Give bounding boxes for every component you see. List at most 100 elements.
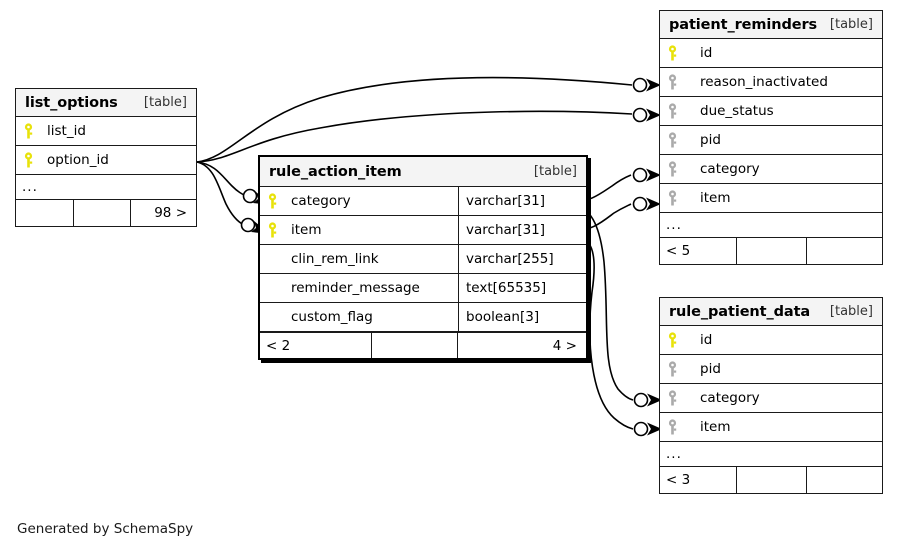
column-row-clin_rem_link[interactable]: clin_rem_link varchar[255]: [260, 245, 586, 274]
edge-endpoint-circle: [632, 167, 648, 183]
indexed-key-icon: [667, 389, 684, 407]
column-row-category[interactable]: category varchar[31]: [260, 187, 586, 216]
column-label: clin_rem_link: [291, 251, 379, 267]
ellipsis-label: ...: [666, 446, 682, 462]
column-main: clin_rem_link: [260, 245, 458, 273]
column-row-category[interactable]: category: [660, 155, 882, 184]
column-label: custom_flag: [291, 309, 373, 325]
column-row-item[interactable]: item: [660, 184, 882, 213]
column-main: category: [660, 155, 882, 183]
table-footer-patient_reminders: < 5: [660, 238, 882, 264]
column-label: option_id: [47, 152, 109, 168]
footer-middle: [74, 200, 131, 226]
indexed-key-icon: [667, 160, 684, 178]
primary-key-icon: [667, 44, 684, 62]
table-footer-list_options: 98 >: [16, 200, 196, 226]
ellipsis-label: ...: [22, 179, 38, 195]
column-row-list_id[interactable]: list_id: [16, 117, 196, 146]
column-main: category: [260, 187, 458, 215]
more-columns-indicator: ...: [16, 175, 196, 200]
table-title: list_options: [25, 94, 118, 111]
column-label: reason_inactivated: [700, 74, 828, 90]
column-main: id: [660, 39, 882, 67]
more-columns-indicator: ...: [660, 213, 882, 238]
indexed-key-icon: [667, 102, 684, 120]
table-rule_patient_data[interactable]: rule_patient_data [table] id: [659, 297, 883, 494]
table-footer-rule_patient_data: < 3: [660, 467, 882, 493]
primary-key-icon: [267, 221, 284, 239]
column-main: reminder_message: [260, 274, 458, 302]
column-main: pid: [660, 355, 882, 383]
edge-list_options-option_id-to-rule_action_item-item: [196, 161, 245, 226]
column-label: item: [700, 190, 731, 206]
column-type: boolean[3]: [458, 303, 586, 331]
footer-middle: [737, 238, 807, 264]
primary-key-icon: [267, 192, 284, 210]
indexed-key-icon: [667, 360, 684, 378]
column-main: id: [660, 326, 882, 354]
indexed-key-icon: [667, 189, 684, 207]
primary-key-icon: [23, 151, 40, 169]
table-kind-tag: [table]: [533, 164, 577, 179]
table-header-patient_reminders: patient_reminders [table]: [660, 11, 882, 39]
footer-outgoing-count: 4 >: [552, 337, 577, 354]
table-kind-tag: [table]: [829, 17, 873, 32]
column-label: category: [291, 193, 351, 209]
column-label: id: [700, 45, 713, 61]
column-row-reason_inactivated[interactable]: reason_inactivated: [660, 68, 882, 97]
table-header-rule_action_item: rule_action_item [table]: [260, 157, 586, 187]
column-row-id[interactable]: id: [660, 326, 882, 355]
footer-outgoing-count: [807, 238, 882, 264]
table-header-rule_patient_data: rule_patient_data [table]: [660, 298, 882, 326]
column-row-item[interactable]: item varchar[31]: [260, 216, 586, 245]
column-label: category: [700, 390, 760, 406]
column-main: list_id: [16, 117, 196, 145]
column-type: varchar[255]: [458, 245, 586, 273]
edge-endpoint-circle: [242, 188, 258, 204]
footer-middle: [372, 333, 458, 358]
table-title: rule_action_item: [269, 163, 402, 180]
column-main: custom_flag: [260, 303, 458, 331]
table-kind-tag: [table]: [143, 95, 187, 110]
edge-endpoint-circle: [632, 107, 648, 123]
column-row-item[interactable]: item: [660, 413, 882, 442]
column-main: reason_inactivated: [660, 68, 882, 96]
edge-list_options-option_id-to-patient_reminders-reason_inactivated: [196, 76, 633, 163]
table-list_options[interactable]: list_options [table] list_id: [15, 88, 197, 227]
edge-endpoint-circle: [633, 392, 649, 408]
edge-endpoint-circle: [632, 196, 648, 212]
more-columns-indicator: ...: [660, 442, 882, 467]
column-row-pid[interactable]: pid: [660, 355, 882, 384]
footer-incoming-count: < 2: [260, 333, 372, 358]
generated-by-credit: Generated by SchemaSpy: [17, 521, 194, 537]
column-row-category[interactable]: category: [660, 384, 882, 413]
edge-list_options-option_id-to-rule_action_item-category: [196, 161, 247, 197]
column-main: due_status: [660, 97, 882, 125]
column-label: reminder_message: [291, 280, 420, 296]
column-row-option_id[interactable]: option_id: [16, 146, 196, 175]
table-patient_reminders[interactable]: patient_reminders [table] id: [659, 10, 883, 265]
column-row-id[interactable]: id: [660, 39, 882, 68]
footer-incoming-count: < 5: [660, 238, 737, 264]
column-row-due_status[interactable]: due_status: [660, 97, 882, 126]
column-row-custom_flag[interactable]: custom_flag boolean[3]: [260, 303, 586, 332]
column-main: category: [660, 384, 882, 412]
column-label: pid: [700, 361, 721, 377]
primary-key-icon: [667, 331, 684, 349]
table-title: patient_reminders: [669, 16, 818, 33]
column-row-reminder_message[interactable]: reminder_message text[65535]: [260, 274, 586, 303]
footer-incoming-count: [16, 200, 74, 226]
indexed-key-icon: [667, 131, 684, 149]
footer-middle: [737, 467, 807, 493]
column-main: pid: [660, 126, 882, 154]
table-rule_action_item[interactable]: rule_action_item [table] category varcha…: [258, 155, 588, 360]
footer-outgoing-count: 98 >: [154, 205, 187, 221]
column-label: pid: [700, 132, 721, 148]
column-type: varchar[31]: [458, 216, 586, 244]
column-row-pid[interactable]: pid: [660, 126, 882, 155]
column-main: item: [660, 413, 882, 441]
column-label: item: [291, 222, 322, 238]
table-footer-rule_action_item: < 2 4 >: [260, 332, 586, 358]
edge-endpoint-circle: [240, 217, 256, 233]
table-title: rule_patient_data: [669, 303, 811, 320]
